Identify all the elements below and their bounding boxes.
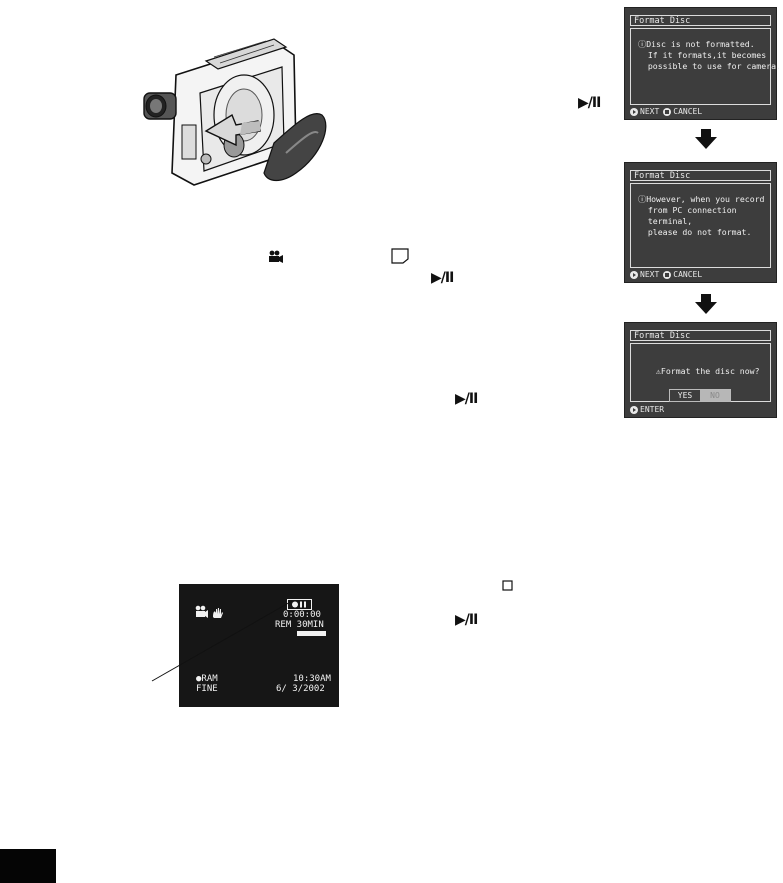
down-arrow-icon bbox=[695, 129, 717, 149]
down-arrow-icon bbox=[695, 294, 717, 314]
osd-footer-cancel: CANCEL bbox=[673, 107, 703, 116]
play-pause-icon: ▶/II bbox=[431, 270, 454, 286]
viewfinder-quality: FINE bbox=[196, 684, 218, 694]
play-button-icon bbox=[630, 405, 638, 414]
play-pause-icon: ▶/II bbox=[455, 391, 478, 407]
osd-screen-format-disc-1: Format Disc ⓘDisc is not formatted. If i… bbox=[624, 7, 781, 120]
osd-title: Format Disc bbox=[630, 170, 771, 181]
osd-message: ⓘDisc is not formatted. If it formats,it… bbox=[638, 39, 781, 71]
osd-footer-enter: ENTER bbox=[640, 405, 665, 414]
osd-screen-format-disc-confirm: Format Disc ⚠Format the disc now? YES NO… bbox=[624, 322, 777, 418]
osd-message: ⚠Format the disc now? bbox=[656, 366, 760, 376]
viewfinder-counter: 0:00:00 bbox=[283, 610, 321, 620]
osd-message-area: ⓘDisc is not formatted. If it formats,it… bbox=[630, 28, 781, 105]
callout-line bbox=[151, 600, 293, 682]
stop-button-icon bbox=[663, 270, 672, 279]
viewfinder-remaining-time: REM 30MIN bbox=[275, 620, 324, 630]
osd-footer-next: NEXT bbox=[640, 107, 660, 116]
stop-square-icon bbox=[502, 580, 513, 591]
play-pause-icon: ▶/II bbox=[578, 95, 601, 111]
movie-camera-icon bbox=[269, 250, 283, 263]
camcorder-illustration bbox=[143, 38, 327, 186]
remaining-bar bbox=[297, 631, 326, 636]
osd-screen-format-disc-2: Format Disc ⓘHowever, when you record fr… bbox=[624, 162, 777, 283]
osd-footer-next: NEXT bbox=[640, 270, 660, 279]
osd-title: Format Disc bbox=[630, 15, 771, 26]
osd-message-area: ⚠Format the disc now? YES NO bbox=[630, 343, 771, 402]
card-icon bbox=[391, 248, 409, 264]
camera-mode-icon bbox=[195, 605, 223, 618]
osd-title: Format Disc bbox=[630, 330, 771, 341]
disc-icon: ● bbox=[196, 674, 202, 684]
record-pause-icon bbox=[292, 601, 306, 608]
viewfinder-display: 0:00:00 REM 30MIN ●RAM FINE 10:30AM 6/ 3… bbox=[179, 584, 339, 707]
page-number-block bbox=[0, 849, 56, 883]
osd-footer: NEXT CANCEL bbox=[630, 269, 771, 280]
osd-choice-group: YES NO bbox=[669, 389, 731, 402]
stop-button-icon bbox=[663, 107, 672, 116]
viewfinder-time: 10:30AM bbox=[293, 674, 331, 684]
viewfinder-disc-type: ●RAM bbox=[196, 674, 218, 684]
osd-footer-cancel: CANCEL bbox=[673, 270, 703, 279]
disc-type-label: RAM bbox=[201, 674, 218, 684]
viewfinder-date: 6/ 3/2002 bbox=[276, 684, 325, 694]
osd-choice-yes[interactable]: YES bbox=[670, 390, 700, 401]
osd-choice-no[interactable]: NO bbox=[700, 390, 730, 401]
play-pause-icon: ▶/II bbox=[455, 612, 478, 628]
osd-footer: ENTER bbox=[630, 404, 771, 415]
osd-message-area: ⓘHowever, when you record from PC connec… bbox=[630, 183, 771, 268]
play-button-icon bbox=[630, 270, 638, 279]
osd-message: ⓘHowever, when you record from PC connec… bbox=[638, 194, 765, 237]
record-pause-indicator bbox=[287, 599, 312, 610]
play-button-icon bbox=[630, 107, 638, 116]
osd-footer: NEXT CANCEL bbox=[630, 106, 771, 117]
